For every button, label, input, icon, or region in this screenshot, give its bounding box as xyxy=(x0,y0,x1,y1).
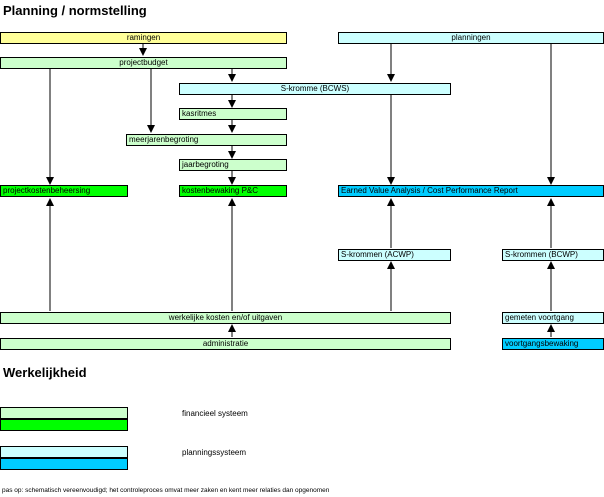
box-ramingen: ramingen xyxy=(0,32,287,44)
box-s-kromme-bcws: S-kromme (BCWS) xyxy=(179,83,451,95)
box-earned-value: Earned Value Analysis / Cost Performance… xyxy=(338,185,604,197)
box-s-krommen-bcwp: S-krommen (BCWP) xyxy=(502,249,604,261)
reality-heading: Werkelijkheid xyxy=(3,365,87,380)
box-projectkostenbeheersing: projectkostenbeheersing xyxy=(0,185,128,197)
legend-planning-label: planningssysteem xyxy=(182,448,247,457)
box-kostenbewaking: kostenbewaking P&C xyxy=(179,185,287,197)
box-administratie: administratie xyxy=(0,338,451,350)
box-kasritmes: kasritmes xyxy=(179,108,287,120)
legend-swatch-light-green xyxy=(0,407,128,419)
box-projectbudget: projectbudget xyxy=(0,57,287,69)
box-s-krommen-acwp: S-krommen (ACWP) xyxy=(338,249,451,261)
planning-heading: Planning / normstelling xyxy=(3,3,147,18)
box-jaarbegroting: jaarbegroting xyxy=(179,159,287,171)
box-gemeten-voortgang: gemeten voortgang xyxy=(502,312,604,324)
box-voortgangsbewaking: voortgangsbewaking xyxy=(502,338,604,350)
legend-swatch-cyan xyxy=(0,458,128,470)
box-meerjarenbegroting: meerjarenbegroting xyxy=(126,134,287,146)
footnote: pas op: schematisch vereenvoudigd; het c… xyxy=(2,487,330,494)
legend-swatch-green xyxy=(0,419,128,431)
legend-swatch-light-cyan xyxy=(0,446,128,458)
box-planningen: planningen xyxy=(338,32,604,44)
legend-financial-label: financieel systeem xyxy=(182,409,248,418)
box-werkelijke-kosten: werkelijke kosten en/of uitgaven xyxy=(0,312,451,324)
